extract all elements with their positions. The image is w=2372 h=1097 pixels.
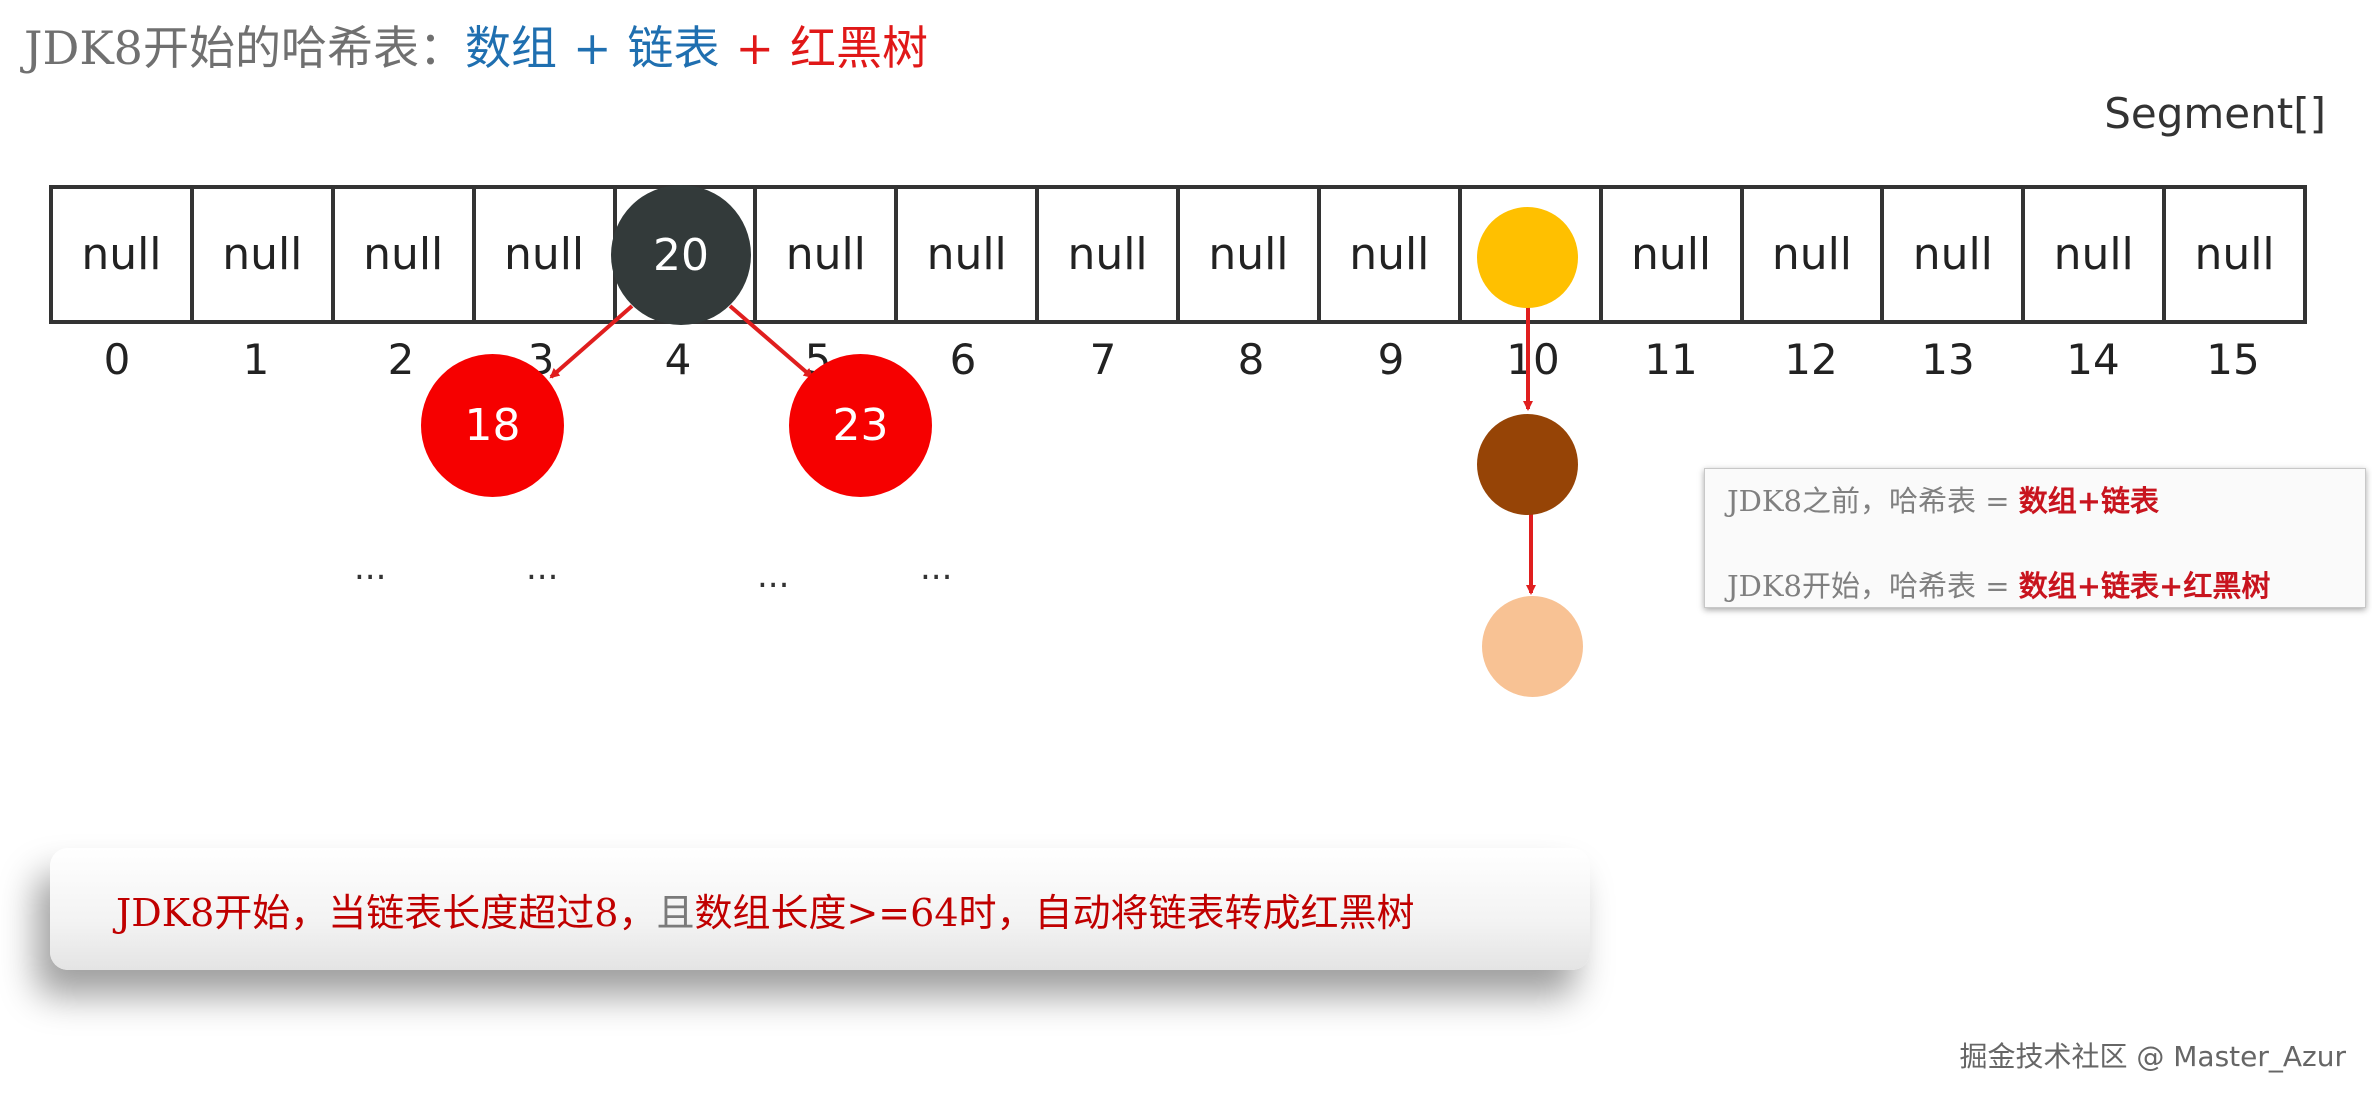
arrow-root-to-left bbox=[549, 304, 634, 379]
legend-before-value: 数组+链表 bbox=[2018, 484, 2160, 518]
index-label-13: 13 bbox=[1921, 335, 1975, 384]
array-cell-14: null bbox=[2021, 185, 2167, 324]
tree-left-node: 18 bbox=[421, 354, 564, 497]
ellipsis-2: ... bbox=[526, 548, 559, 588]
ellipsis-3: ... bbox=[757, 556, 790, 596]
array-cell-1: null bbox=[189, 185, 335, 324]
index-label-6: 6 bbox=[949, 335, 977, 384]
title-array: 数组 bbox=[464, 21, 557, 75]
array-cell-8: null bbox=[1176, 185, 1321, 324]
note-part-2: 且 bbox=[656, 890, 695, 935]
legend-after-label: JDK8开始，哈希表 = bbox=[1727, 569, 2019, 603]
index-label-15: 15 bbox=[2206, 335, 2260, 384]
index-label-11: 11 bbox=[1644, 335, 1698, 384]
index-label-9: 9 bbox=[1377, 335, 1405, 384]
page-title: JDK8开始的哈希表：数组 + 链表 + 红黑树 bbox=[24, 18, 928, 78]
index-label-12: 12 bbox=[1784, 335, 1838, 384]
legend-after-value: 数组+链表+红黑树 bbox=[2018, 569, 2271, 603]
index-label-2: 2 bbox=[387, 335, 415, 384]
note-part-1: JDK8开始，当链表长度超过8， bbox=[116, 890, 657, 935]
treeify-note: JDK8开始，当链表长度超过8，且数组长度>=64时，自动将链表转成红黑树 bbox=[50, 848, 1590, 970]
index-label-10: 10 bbox=[1506, 335, 1560, 384]
hash-array: null null null null null null null null … bbox=[49, 185, 2307, 324]
list-head-node bbox=[1477, 207, 1578, 308]
ellipsis-4: ... bbox=[920, 548, 953, 588]
segment-array-label: Segment[] bbox=[2104, 89, 2326, 138]
index-label-0: 0 bbox=[103, 335, 131, 384]
tree-root-node: 20 bbox=[611, 185, 751, 325]
array-cell-15: null bbox=[2162, 185, 2307, 324]
list-tail-node bbox=[1482, 596, 1583, 697]
index-label-8: 8 bbox=[1237, 335, 1265, 384]
legend-row-before: JDK8之前，哈希表 = 数组+链表 bbox=[1727, 479, 2343, 524]
array-cell-7: null bbox=[1035, 185, 1180, 324]
index-label-7: 7 bbox=[1089, 335, 1117, 384]
index-label-14: 14 bbox=[2066, 335, 2120, 384]
legend-row-after: JDK8开始，哈希表 = 数组+链表+红黑树 bbox=[1727, 564, 2343, 609]
title-linked-list: 链表 bbox=[627, 21, 720, 75]
title-red-black-tree: 红黑树 bbox=[790, 21, 929, 75]
tree-right-node: 23 bbox=[789, 354, 932, 497]
watermark: 掘金技术社区 @ Master_Azur bbox=[1959, 1040, 2346, 1073]
index-label-4: 4 bbox=[664, 335, 692, 384]
list-middle-node bbox=[1477, 414, 1578, 515]
title-prefix: JDK8开始的哈希表： bbox=[24, 21, 465, 75]
arrow-root-to-right bbox=[728, 304, 814, 379]
title-plus-1: + bbox=[572, 21, 612, 75]
index-label-1: 1 bbox=[242, 335, 270, 384]
ellipsis-1: ... bbox=[354, 548, 387, 588]
legend-before-label: JDK8之前，哈希表 = bbox=[1727, 484, 2019, 518]
legend-box: JDK8之前，哈希表 = 数组+链表 JDK8开始，哈希表 = 数组+链表+红黑… bbox=[1704, 468, 2366, 608]
array-cell-12: null bbox=[1739, 185, 1885, 324]
title-plus-2: + bbox=[735, 21, 775, 75]
note-part-3: 数组长度>=64时，自动将链表转成红黑树 bbox=[694, 890, 1415, 935]
